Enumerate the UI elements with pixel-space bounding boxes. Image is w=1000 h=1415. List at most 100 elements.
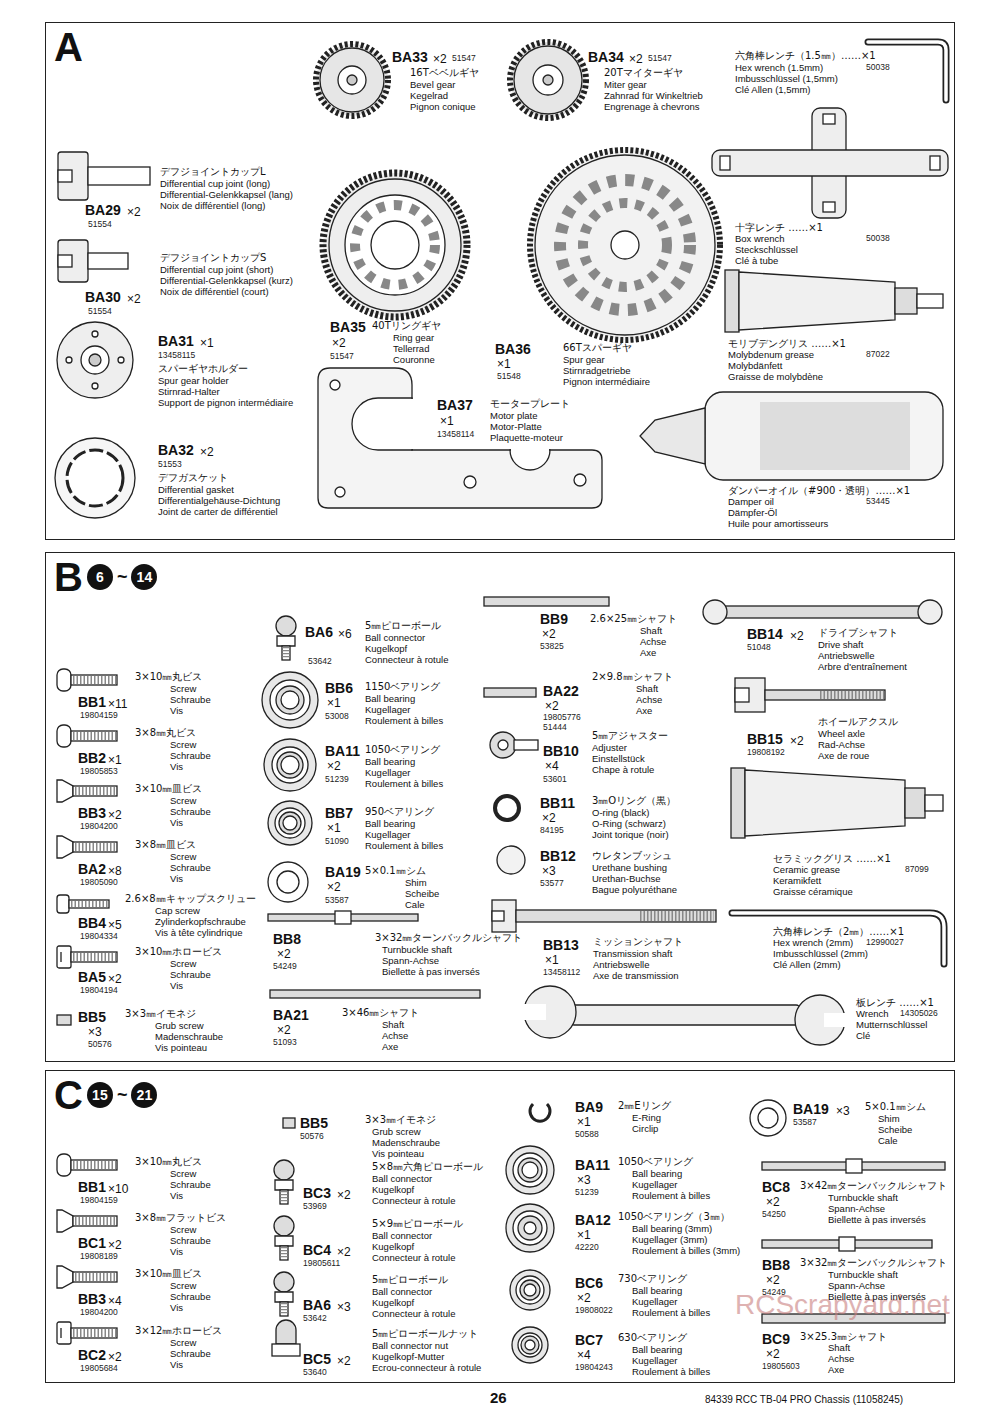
step-number: 15 (87, 1082, 113, 1108)
part-number: 19804194 (80, 986, 118, 995)
part-name-jp: 730ベアリング (618, 1273, 687, 1284)
part-number: 53642 (308, 657, 332, 666)
part-name: Vis (170, 706, 183, 716)
part-name: Ecrou-connecteur à rotule (372, 1363, 481, 1373)
part-number: 53969 (303, 1202, 327, 1211)
part-name: Transmission shaft (593, 949, 672, 959)
part-number: 51090 (325, 837, 349, 846)
quantity: ×4 (577, 1349, 591, 1362)
part-name: Support de pignon intermédiaire (158, 398, 293, 408)
part-name: Schraube (170, 1292, 211, 1302)
quantity: ×1 (327, 697, 341, 710)
part-number: 50588 (575, 1130, 599, 1139)
part-code: BC5 (303, 1352, 331, 1367)
part-name: Wrench (856, 1009, 889, 1019)
part-number: 51554 (88, 307, 112, 316)
part-name-jp: 3×8㎜フラットビス (135, 1212, 226, 1223)
part-name: Screw (170, 1281, 196, 1291)
part-name: E-Ring (632, 1113, 661, 1123)
part-name: Noix de différentiel (long) (160, 201, 265, 211)
part-name: Damper oil (728, 497, 774, 507)
part-name: Screw (170, 740, 196, 750)
part-name: Differential cup joint (long) (160, 179, 270, 189)
part-name: Roulement à billes (632, 1191, 710, 1201)
part-number: 51553 (158, 460, 182, 469)
part-name-jp: 1050ベアリング（3㎜） (618, 1211, 730, 1222)
part-name: Kugellager (365, 768, 410, 778)
transmission-shaft (492, 900, 716, 932)
part-name-jp: 3×32㎜ターンバックルシャフト (375, 932, 522, 943)
quantity: ×2 (766, 1196, 780, 1209)
part-code: BB8 (762, 1258, 790, 1273)
part-number: 53642 (303, 1314, 327, 1323)
quantity: ×2 (127, 293, 141, 306)
part-name: Kugellager (632, 1356, 677, 1366)
part-code: BB9 (540, 612, 568, 627)
spur-gear-holder (57, 322, 133, 398)
part-name: Antriebswelle (593, 960, 650, 970)
wrench (522, 986, 846, 1045)
part-name: Vis pointeau (155, 1043, 207, 1053)
ring-gear (323, 173, 467, 317)
part-name-jp: 3×25.3㎜シャフト (800, 1331, 887, 1342)
part-name: Kegelrad (410, 91, 448, 101)
part-code: BB14 (747, 627, 783, 642)
part-name: Bague polyuréthane (592, 885, 677, 895)
part-name: Ball connector (372, 1287, 432, 1297)
part-name: Ball bearing (632, 1286, 682, 1296)
part-name: Molybdenum grease (728, 350, 814, 360)
quantity: ×2 (545, 700, 559, 713)
part-name: Schraube (170, 807, 211, 817)
range-mark: ~ (117, 1085, 128, 1106)
part-code: BB13 (543, 938, 579, 953)
quantity: ×1 (577, 1116, 591, 1129)
part-name: Ball connector (365, 633, 425, 643)
part-name: Rad-Achse (818, 740, 865, 750)
part-code: BC6 (575, 1276, 603, 1291)
part-name: Urethan-Buchse (592, 874, 661, 884)
part-code: BB8 (273, 932, 301, 947)
section-letter: A (54, 27, 83, 67)
quantity: ×3 (337, 1301, 351, 1314)
part-name: Box wrench (735, 234, 785, 244)
part-name: Cale (405, 900, 425, 910)
part-name: Dämpfer-Öl (728, 508, 777, 518)
part-name: Einstellstück (592, 754, 645, 764)
quantity: ×2 (108, 809, 122, 822)
quantity: ×2 (577, 1292, 591, 1305)
part-name: Madenschraube (155, 1032, 223, 1042)
part-code: BA11 (325, 744, 360, 759)
quantity: ×4 (545, 760, 559, 773)
part-name-jp: 板レンチ ……×1 (856, 997, 934, 1008)
part-code: BA33 (392, 50, 428, 65)
quantity: ×6 (338, 628, 352, 641)
part-name: Kugelkopf (372, 1242, 414, 1252)
part-number: 19804243 (575, 1363, 613, 1372)
ball-bearing (262, 672, 318, 845)
part-name-jp: ホイールアクスル (818, 716, 898, 727)
part-name: Ball bearing (632, 1345, 682, 1355)
part-name-jp: 3×10㎜ホロービス (135, 946, 222, 957)
part-number: 54250 (762, 1210, 786, 1219)
part-name: Connecteur à rotule (372, 1196, 455, 1206)
quantity: ×2 (277, 948, 291, 961)
part-name-jp: 66Tスパーギヤ (563, 342, 632, 353)
part-code: BA6 (303, 1298, 331, 1313)
part-name: Stirnradgetriebe (563, 366, 631, 376)
part-name: Axe (640, 648, 656, 658)
part-name-jp: デフガスケット (158, 472, 228, 483)
part-name: Axe de transmission (593, 971, 679, 981)
spur-gear (530, 150, 720, 340)
part-name: Couronne (393, 355, 435, 365)
part-name-jp: デフジョイントカップS (160, 252, 266, 263)
part-code: BB5 (78, 1010, 106, 1025)
part-code: BA19 (325, 865, 361, 880)
part-name: Roulement à billes (365, 841, 443, 851)
part-name-jp: 3×12㎜ホロービス (135, 1325, 222, 1336)
section-header: C15~21 (54, 1075, 157, 1115)
part-name: Graisse céramique (773, 887, 853, 897)
shaft (484, 688, 536, 697)
cap-screw (57, 895, 109, 913)
part-code: BC9 (762, 1332, 790, 1347)
part-name-jp: ミッションシャフト (593, 936, 683, 947)
